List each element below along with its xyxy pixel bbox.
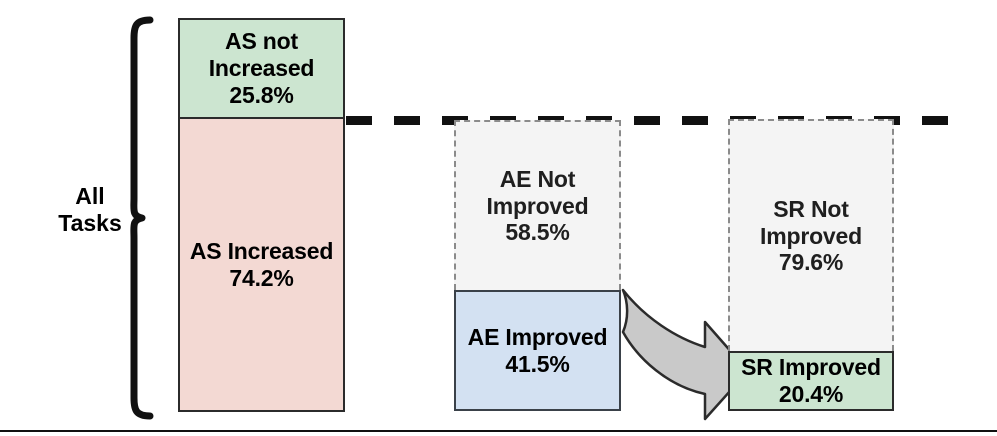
segment-ae-improved[interactable]: AE Improved 41.5% xyxy=(454,290,621,411)
segment-sr-not-improved[interactable]: SR Not Improved 79.6% xyxy=(728,119,894,351)
segment-as-increased[interactable]: AS Increased 74.2% xyxy=(178,119,345,412)
segment-label-line1: AS Increased xyxy=(189,237,334,264)
group-label-line1: All xyxy=(75,183,105,209)
segment-label-line2: Improved xyxy=(760,222,862,249)
group-label-line2: Tasks xyxy=(58,210,122,237)
segment-label-line1: AE Improved xyxy=(467,323,608,350)
segment-label-line1: SR Improved xyxy=(741,354,881,381)
segment-percent: 25.8% xyxy=(229,81,294,108)
segment-label-line1: SR Not xyxy=(773,195,849,222)
segment-percent: 58.5% xyxy=(505,219,570,246)
segment-label-line2: Increased xyxy=(208,55,315,82)
segment-percent: 20.4% xyxy=(778,381,844,407)
segment-label-line2: Improved xyxy=(486,192,589,219)
segment-label-line1: AS not xyxy=(225,28,298,55)
segment-percent: 41.5% xyxy=(505,350,570,377)
segment-sr-improved[interactable]: SR Improved 20.4% xyxy=(728,351,894,411)
segment-percent: 79.6% xyxy=(778,249,844,276)
segment-ae-not-improved[interactable]: AE Not Improved 58.5% xyxy=(454,120,621,290)
segment-label-line1: AE Not xyxy=(499,165,576,192)
figure-baseline-rule xyxy=(0,430,997,432)
segment-percent: 74.2% xyxy=(229,264,294,291)
flow-arrow-ae-to-sr xyxy=(621,288,750,421)
group-label: All Tasks xyxy=(42,183,138,237)
segment-as-not-increased[interactable]: AS not Increased 25.8% xyxy=(178,18,345,119)
group-brace xyxy=(130,16,154,420)
